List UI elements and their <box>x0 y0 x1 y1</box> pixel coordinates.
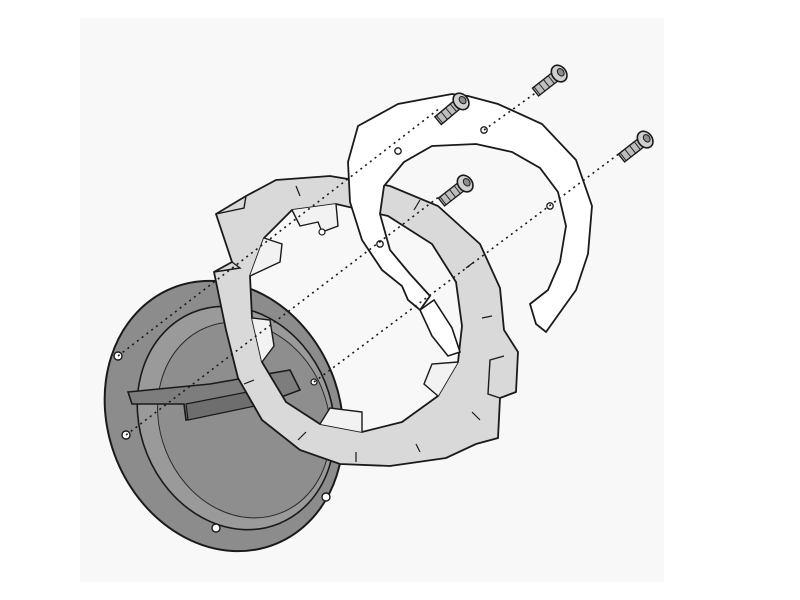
adapter-ring-body <box>212 175 519 467</box>
adapter-lug <box>487 355 505 399</box>
adapter-lug <box>213 261 242 273</box>
adapter-notch <box>251 317 275 363</box>
adapter-notch <box>249 237 283 277</box>
cap-hole <box>211 523 221 533</box>
adapter-ring <box>212 175 519 467</box>
guide-line <box>117 107 441 357</box>
adapter-notch <box>423 361 459 397</box>
bolt-1 <box>531 64 568 97</box>
guide-line <box>483 83 549 131</box>
bolt-3 <box>617 130 654 163</box>
flange-ring <box>347 93 593 357</box>
flange-ring-gap-edge <box>418 298 462 357</box>
adapter-notch <box>291 203 339 233</box>
guide-line <box>313 149 625 383</box>
adapter-hole <box>318 228 326 236</box>
adapter-lug <box>215 195 247 215</box>
flange-ring-body <box>347 93 593 334</box>
bolt-4 <box>437 174 474 207</box>
flange-hole <box>394 147 402 155</box>
bolt-2 <box>433 92 470 126</box>
adapter-notch <box>319 407 363 432</box>
assembly-guide-lines <box>117 83 625 436</box>
cap-hole <box>321 492 331 502</box>
